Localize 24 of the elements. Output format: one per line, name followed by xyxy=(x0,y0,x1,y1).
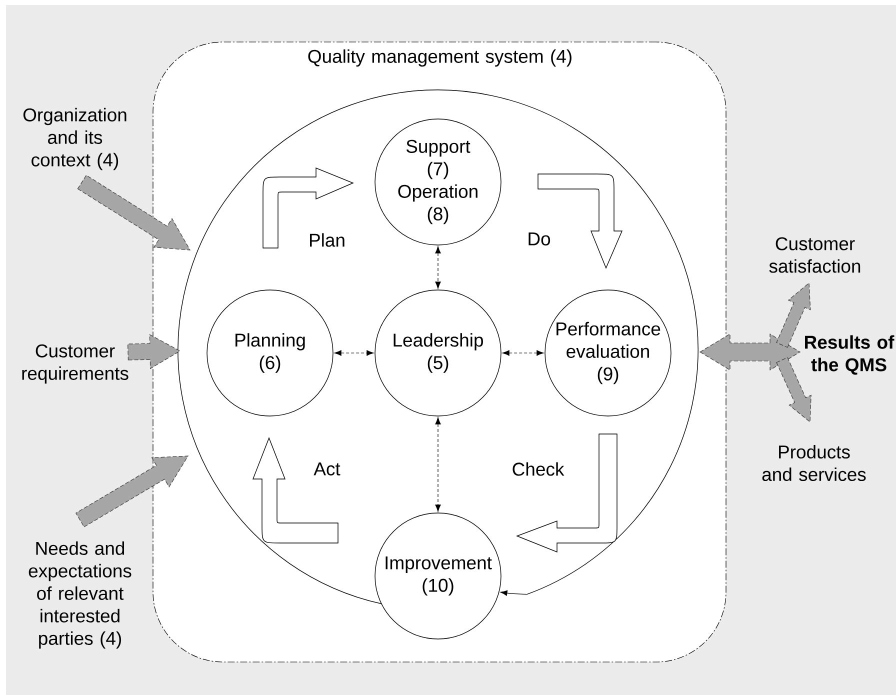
dashed-arrow xyxy=(435,246,441,289)
block-arrow xyxy=(538,174,622,268)
side-label: Products and services xyxy=(762,444,866,482)
side-label: Customer satisfaction xyxy=(769,237,860,273)
shaded-arrow xyxy=(77,174,191,250)
shaded-arrow xyxy=(128,334,181,370)
shaded-arrow xyxy=(776,357,812,423)
dashed-arrow xyxy=(502,350,544,356)
edge-label: Do xyxy=(526,232,552,246)
shaded-arrow xyxy=(776,282,811,348)
block-arrow xyxy=(252,438,338,544)
edge-label: Act xyxy=(312,462,342,476)
side-label: Customer requirements xyxy=(22,344,128,384)
cycle-arrow xyxy=(500,590,528,596)
side-label: Organization and its context (4) xyxy=(23,108,126,170)
block-arrow xyxy=(516,434,618,552)
edge-label: Plan xyxy=(308,232,347,248)
edge-label: Check xyxy=(510,461,566,477)
block-arrow xyxy=(262,168,354,248)
result-label: Results of the QMS xyxy=(805,335,894,375)
shaded-arrow xyxy=(76,456,189,528)
dashed-arrow xyxy=(435,417,441,512)
dashed-arrow xyxy=(334,350,374,356)
side-label: Needs and expectations of relevant interested parties (4) xyxy=(28,541,132,649)
